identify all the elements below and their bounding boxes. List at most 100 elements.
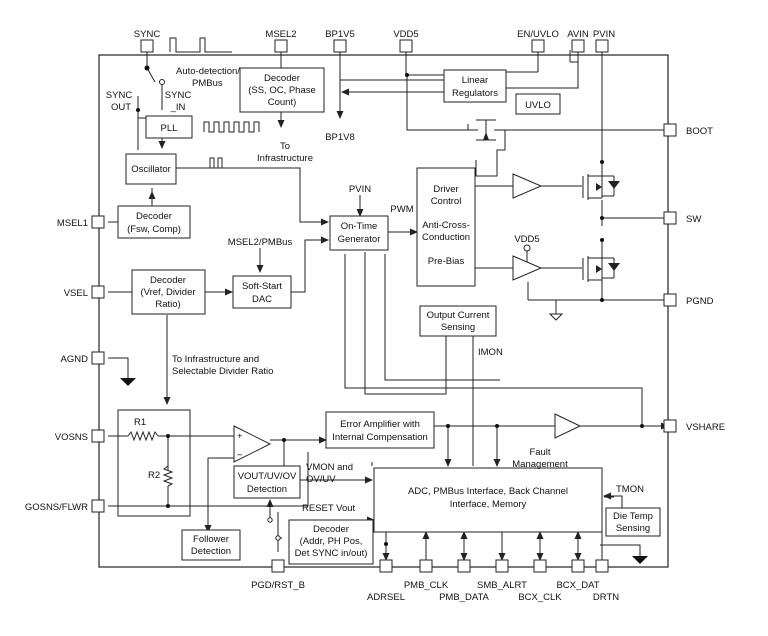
pin-pmb-clk-label: PMB_CLK xyxy=(404,580,449,591)
block-resistor-divider xyxy=(117,409,191,517)
pin-vshare: VSHARE xyxy=(663,419,725,433)
block-decoder-msel2: Decoder (SS, OC, Phase Count) xyxy=(239,67,325,113)
label-bp1v8: BP1V8 xyxy=(325,132,355,143)
block-oscillator: Oscillator xyxy=(125,153,177,185)
pin-vosns-label: VOSNS xyxy=(55,432,88,443)
block-die-temp-sensing: Die Temp Sensing xyxy=(605,507,661,537)
label-pwm: PWM xyxy=(390,204,413,215)
label-msel2-pmbus: MSEL2/PMBus xyxy=(228,237,293,248)
pin-pgd-rst-b-label: PGD/RST_B xyxy=(251,580,305,591)
svg-text:Sensing: Sensing xyxy=(441,322,475,333)
label-r1: R1 xyxy=(134,417,146,428)
pin-sw: SW xyxy=(663,211,701,225)
svg-text:Linear: Linear xyxy=(462,75,488,86)
pin-avin: AVIN xyxy=(567,29,589,53)
svg-text:Count): Count) xyxy=(268,97,297,108)
pin-drtn: DRTN xyxy=(593,559,619,603)
svg-text:(Vref, Divider: (Vref, Divider xyxy=(140,287,195,298)
label-imon: IMON xyxy=(478,347,503,358)
svg-text:Internal Compensation: Internal Compensation xyxy=(332,432,428,443)
label-amp-minus: − xyxy=(237,450,243,461)
pin-en-uvlo: EN/UVLO xyxy=(517,29,559,53)
svg-text:Follower: Follower xyxy=(193,534,229,545)
pin-gosns-flwr-label: GOSNS/FLWR xyxy=(25,502,88,513)
label-to-infrastructure-2: Infrastructure xyxy=(257,153,313,164)
block-vout-uv-ov-detection: VOUT/UV/OV Detection xyxy=(233,465,301,499)
label-reset-vout: RESET Vout xyxy=(302,503,356,514)
pin-vdd5: VDD5 xyxy=(393,29,419,53)
label-sync-out: SYNC xyxy=(106,90,133,101)
pin-adrsel: ADRSEL xyxy=(367,559,405,603)
pin-boot-label: BOOT xyxy=(686,126,713,137)
pin-smb-alrt: SMB_ALRT xyxy=(477,559,527,591)
svg-text:VOUT/UV/OV: VOUT/UV/OV xyxy=(238,471,297,482)
pin-bcx-dat: BCX_DAT xyxy=(556,559,600,591)
svg-text:On-Time: On-Time xyxy=(341,221,378,232)
pin-sw-label: SW xyxy=(686,214,701,225)
label-to-infrastructure: To xyxy=(280,141,290,152)
svg-text:Soft-Start: Soft-Start xyxy=(242,281,282,292)
svg-text:Detection: Detection xyxy=(247,484,287,495)
svg-text:Output Current: Output Current xyxy=(427,310,490,321)
label-r2: R2 xyxy=(148,470,160,481)
pin-adrsel-label: ADRSEL xyxy=(367,592,405,603)
svg-text:Pre-Bias: Pre-Bias xyxy=(428,256,465,267)
pin-vdd5-label: VDD5 xyxy=(393,29,418,40)
label-amp-plus: + xyxy=(237,431,243,442)
pin-pgnd-label: PGND xyxy=(686,296,714,307)
pin-msel1: MSEL1 xyxy=(57,215,105,229)
svg-text:Decoder: Decoder xyxy=(264,73,300,84)
block-decoder-msel1: Decoder (Fsw, Comp) xyxy=(117,205,191,239)
svg-text:Generator: Generator xyxy=(338,234,381,245)
junctions xyxy=(136,65,644,546)
svg-text:DAC: DAC xyxy=(252,294,272,305)
pin-msel2-label: MSEL2 xyxy=(265,29,296,40)
label-sync-in: SYNC xyxy=(165,90,192,101)
label-tmon: TMON xyxy=(616,484,644,495)
block-output-current-sensing: Output Current Sensing xyxy=(419,305,497,337)
svg-text:Die Temp: Die Temp xyxy=(613,511,653,522)
pin-vshare-label: VSHARE xyxy=(686,422,725,433)
block-adc-pmbus: ADC, PMBus Interface, Back Channel Inter… xyxy=(373,467,603,533)
svg-text:Det SYNC in/out): Det SYNC in/out) xyxy=(295,548,368,559)
svg-text:Sensing: Sensing xyxy=(616,523,650,534)
pin-gosns-flwr: GOSNS/FLWR xyxy=(25,499,105,513)
pin-bp1v5-label: BP1V5 xyxy=(325,29,355,40)
label-sync-in-2: _IN xyxy=(170,102,186,113)
pin-bcx-clk: BCX_CLK xyxy=(518,559,562,603)
svg-text:Interface, Memory: Interface, Memory xyxy=(450,499,527,510)
pin-avin-label: AVIN xyxy=(567,29,589,40)
label-vmon: VMON and xyxy=(306,462,353,473)
label-to-infra-divider-2: Selectable Divider Ratio xyxy=(172,366,273,377)
label-vmon-2: OV/UV xyxy=(306,474,336,485)
label-pvin-internal: PVIN xyxy=(349,184,371,195)
svg-text:UVLO: UVLO xyxy=(525,100,551,111)
block-soft-start-dac: Soft-Start DAC xyxy=(232,275,292,309)
block-driver-control: Driver Control Anti-Cross- Conduction Pr… xyxy=(416,167,476,287)
svg-text:Oscillator: Oscillator xyxy=(131,164,171,175)
symbols xyxy=(120,132,648,564)
block-decoder-addr: Decoder (Addr, PH Pos, Det SYNC in/out) xyxy=(288,519,374,565)
wires xyxy=(108,37,669,561)
label-auto-detection: Auto-detection/ xyxy=(176,66,240,77)
block-error-amplifier: Error Amplifier with Internal Compensati… xyxy=(325,411,435,449)
svg-text:Conduction: Conduction xyxy=(422,232,470,243)
pin-pgnd: PGND xyxy=(663,293,714,307)
block-uvlo: UVLO xyxy=(515,93,561,115)
svg-text:Anti-Cross-: Anti-Cross- xyxy=(422,220,470,231)
label-fault-management: Fault xyxy=(529,447,550,458)
pin-bcx-clk-label: BCX_CLK xyxy=(518,592,562,603)
pin-msel2: MSEL2 xyxy=(265,29,297,53)
pin-en-uvlo-label: EN/UVLO xyxy=(517,29,559,40)
pin-pvin-label: PVIN xyxy=(593,29,615,40)
svg-text:Decoder: Decoder xyxy=(136,211,172,222)
pin-sync-label: SYNC xyxy=(134,29,161,40)
pin-pmb-clk: PMB_CLK xyxy=(404,559,449,591)
block-on-time-generator: On-Time Generator xyxy=(329,215,389,251)
pin-bcx-dat-label: BCX_DAT xyxy=(556,580,599,591)
block-follower-detection: Follower Detection xyxy=(181,529,241,561)
svg-text:(SS, OC, Phase: (SS, OC, Phase xyxy=(248,85,316,96)
pin-agnd: AGND xyxy=(61,351,105,365)
svg-text:Regulators: Regulators xyxy=(452,88,498,99)
